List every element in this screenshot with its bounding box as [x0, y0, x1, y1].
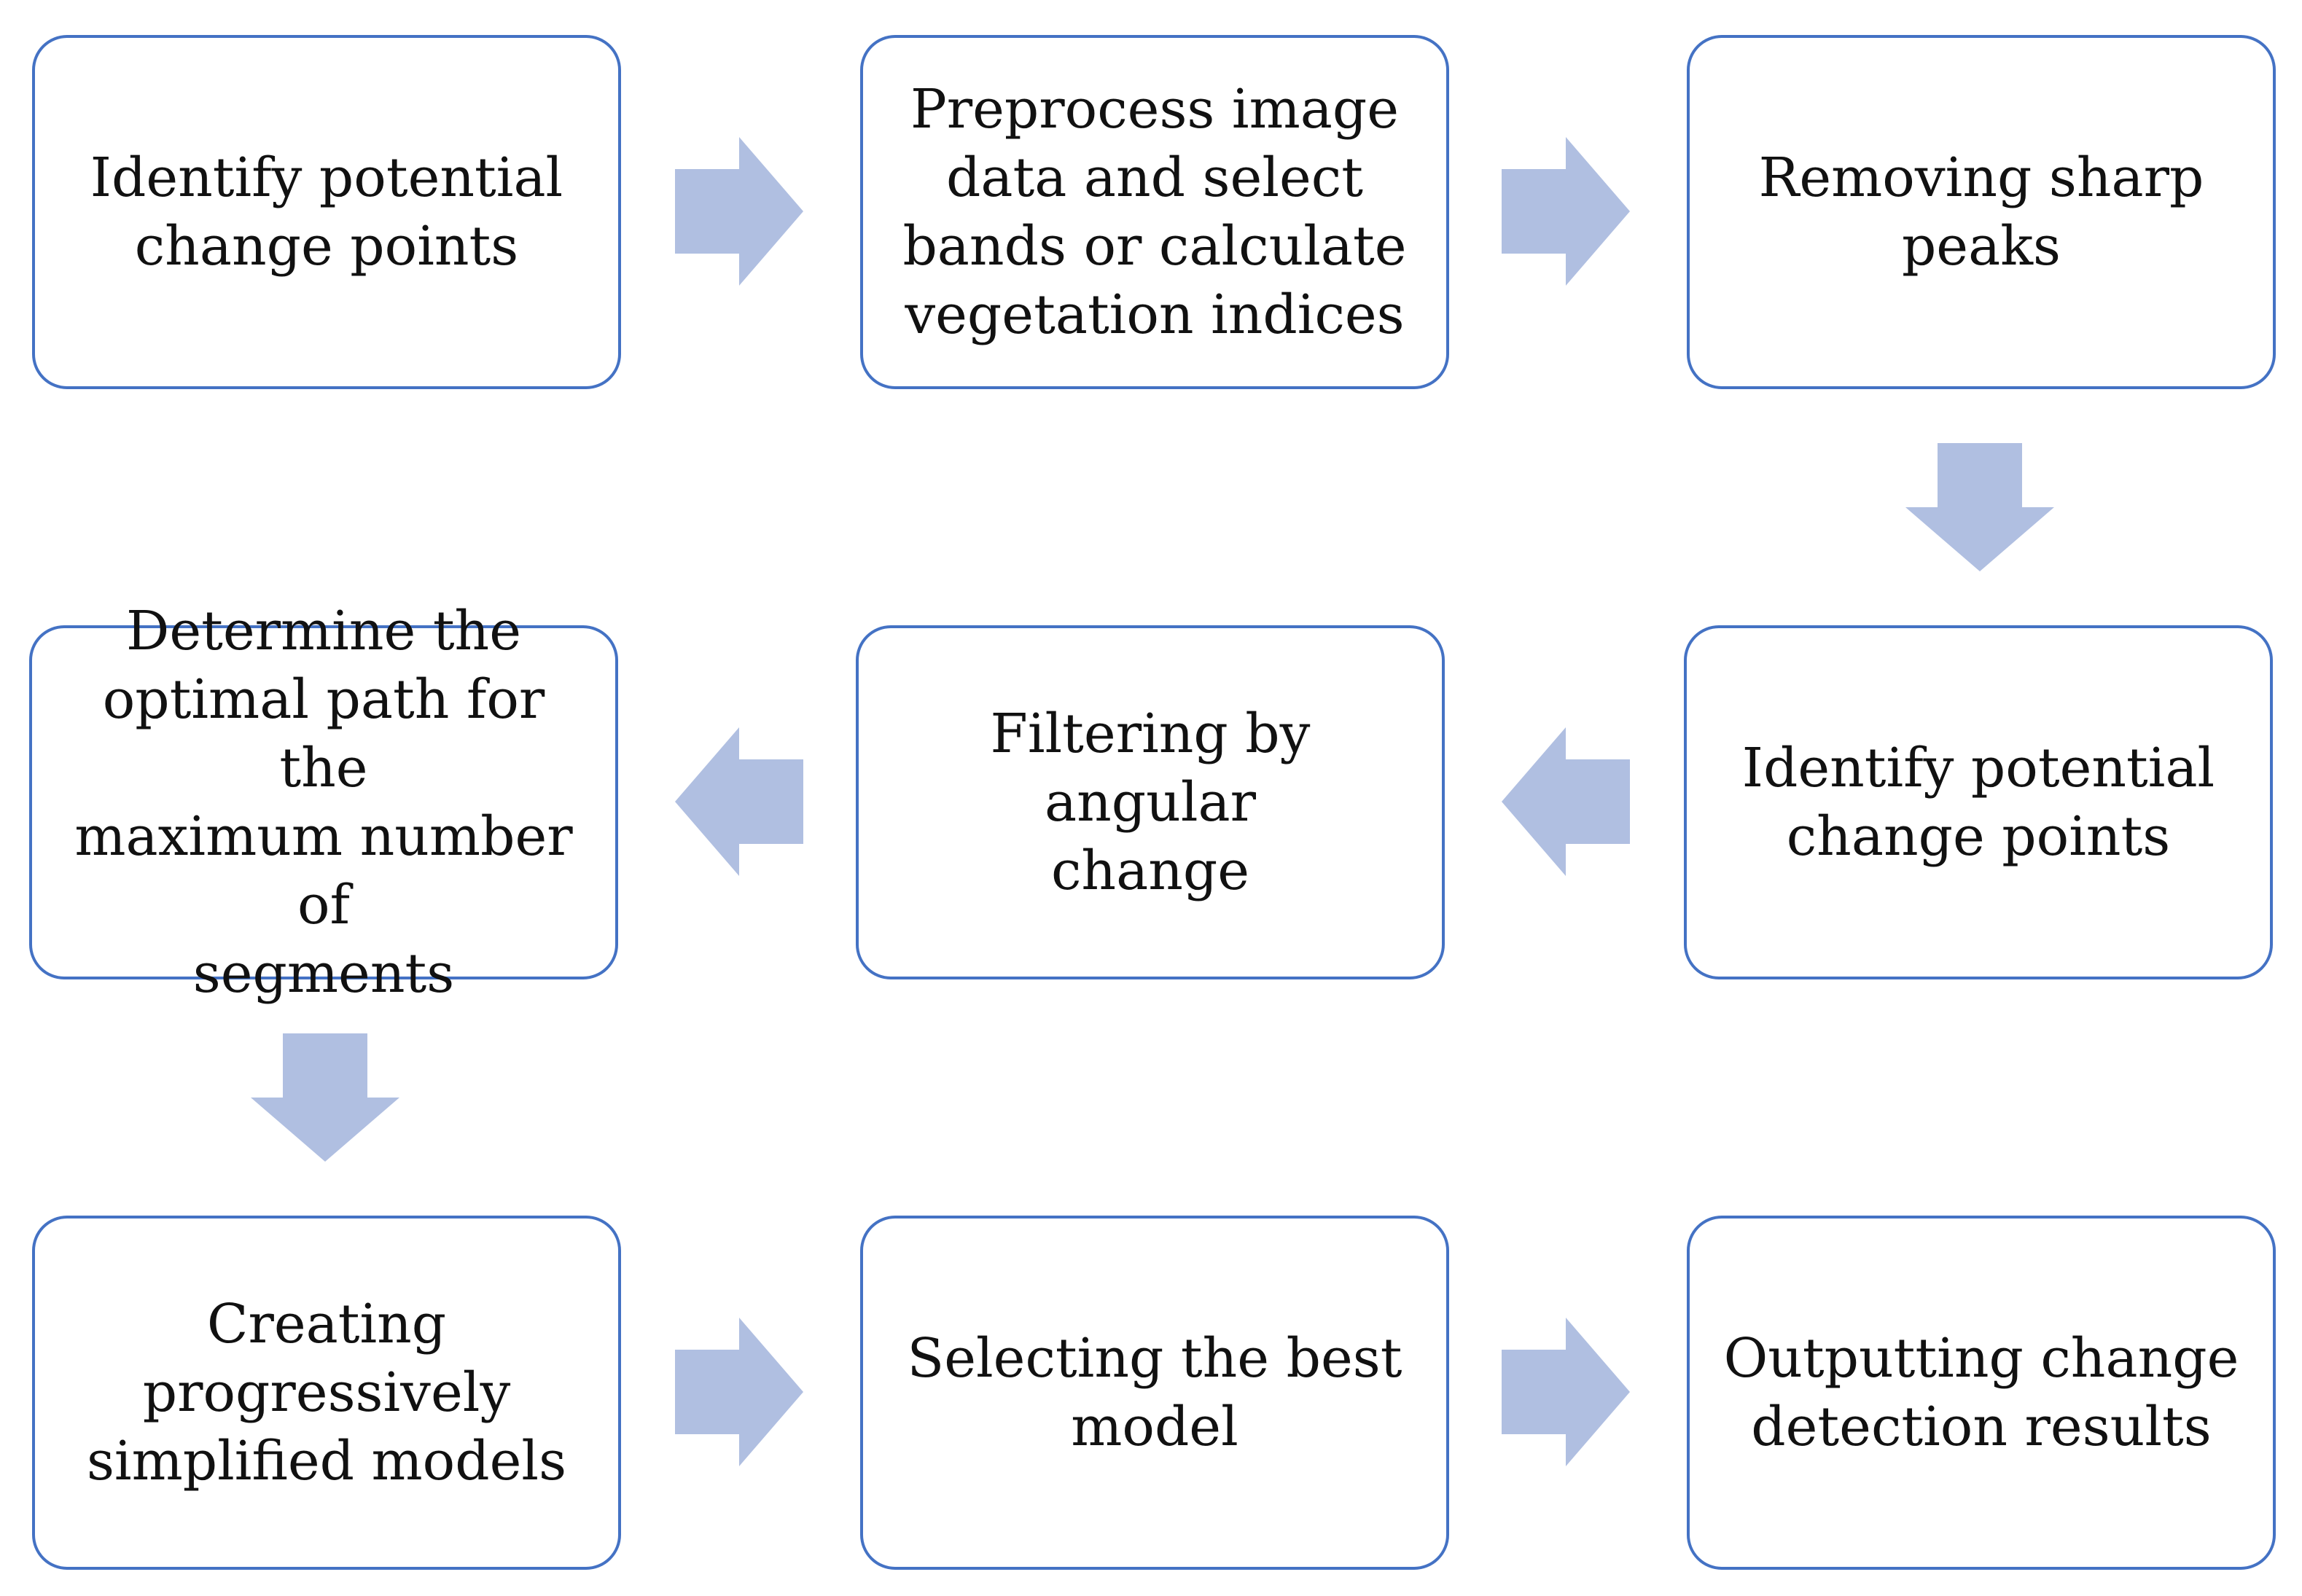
- step-4-box: Identify potential change points: [1684, 625, 2273, 979]
- step-6-box: Determine the optimal path for the maxim…: [29, 600, 618, 1005]
- arrow-left-5-to-6: [675, 727, 803, 876]
- step-1-box: Identify potential change points: [32, 35, 621, 389]
- step-3-label: Removing sharp peaks: [1758, 146, 2204, 278]
- step-4-label: Identify potential change points: [1741, 737, 2215, 868]
- arrow-down-3-to-4: [1905, 443, 2054, 571]
- step-5-label: Filtering by angular change: [990, 703, 1311, 902]
- step-6-label: Determine the optimal path for the maxim…: [74, 600, 573, 1005]
- step-7-box: Creating progressively simplified models: [32, 1216, 621, 1570]
- arrow-right-2-to-3: [1502, 137, 1630, 286]
- arrow-right-1-to-2: [675, 137, 803, 286]
- step-1-label: Identify potential change points: [90, 146, 563, 278]
- step-2-label: Preprocess image data and select bands o…: [902, 78, 1407, 346]
- step-2-box: Preprocess image data and select bands o…: [860, 35, 1449, 389]
- arrow-right-8-to-9: [1502, 1318, 1630, 1466]
- arrow-down-6-to-7: [251, 1033, 399, 1162]
- step-8-label: Selecting the best model: [907, 1327, 1402, 1458]
- step-5-box: Filtering by angular change: [856, 625, 1445, 979]
- step-8-box: Selecting the best model: [860, 1216, 1449, 1570]
- step-7-label: Creating progressively simplified models: [86, 1293, 567, 1493]
- arrow-right-7-to-8: [675, 1318, 803, 1466]
- step-9-box: Outputting change detection results: [1687, 1216, 2276, 1570]
- step-3-box: Removing sharp peaks: [1687, 35, 2276, 389]
- step-9-label: Outputting change detection results: [1723, 1327, 2239, 1458]
- arrow-left-4-to-5: [1502, 727, 1630, 876]
